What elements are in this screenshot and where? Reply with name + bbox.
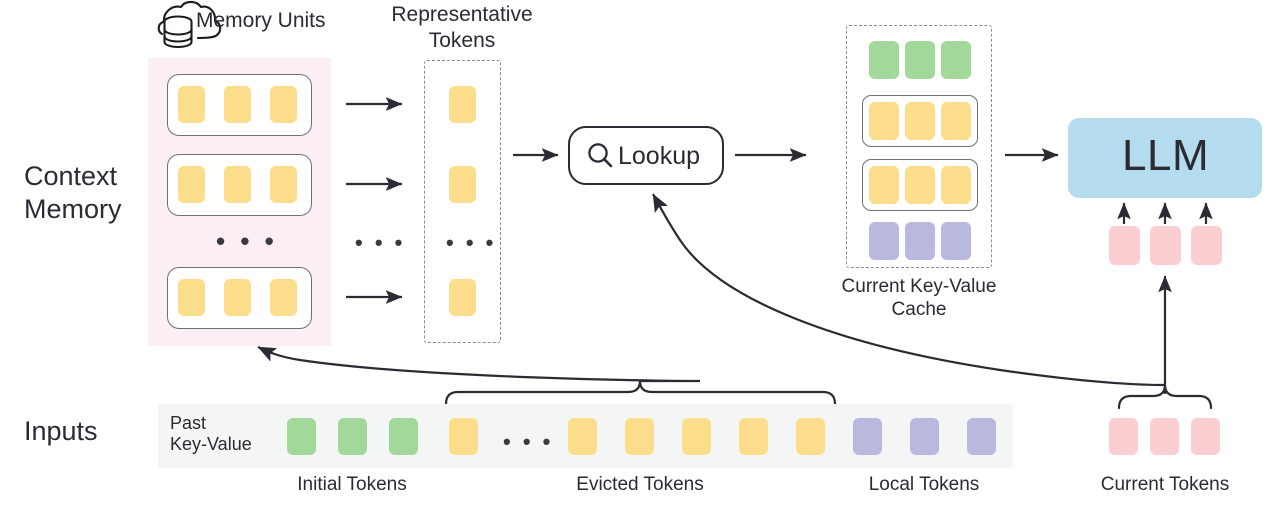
input-token-evicted xyxy=(739,418,768,455)
current-token-input xyxy=(1150,226,1181,265)
kv-cache-token-retrieved xyxy=(869,102,899,140)
current-token-input xyxy=(1191,226,1222,265)
inputs-ellipsis: • • • xyxy=(503,429,554,454)
caption-evicted-tokens: Evicted Tokens xyxy=(576,474,704,495)
input-token-evicted xyxy=(625,418,654,455)
kv-cache-token-retrieved xyxy=(905,166,935,204)
kv-cache-token-retrieved xyxy=(869,166,899,204)
kv-cache-token-initial xyxy=(905,41,935,79)
input-token-current xyxy=(1191,418,1220,455)
current-token-input xyxy=(1109,226,1140,265)
input-token-initial xyxy=(389,418,418,455)
caption-current-tokens: Current Tokens xyxy=(1100,474,1230,495)
representative-tokens-ellipsis: • • • xyxy=(446,230,497,255)
memory-token xyxy=(178,166,205,203)
representative-token xyxy=(449,279,476,316)
kv-cache-token-initial xyxy=(869,41,899,79)
representative-token xyxy=(449,166,476,203)
kv-cache-token-local xyxy=(941,222,971,260)
kv-cache-token-local xyxy=(905,222,935,260)
current-kv-cache-box xyxy=(846,25,992,268)
row-label-context-memory: Context Memory xyxy=(24,161,122,224)
search-icon xyxy=(588,143,613,168)
row-label-inputs: Inputs xyxy=(24,416,98,446)
caption-local-tokens: Local Tokens xyxy=(868,474,980,495)
lookup-label: Lookup xyxy=(618,142,701,170)
input-token-local xyxy=(967,418,996,455)
memory-token xyxy=(270,279,297,316)
kv-cache-token-retrieved xyxy=(905,102,935,140)
input-token-evicted xyxy=(568,418,597,455)
memory-token xyxy=(224,279,251,316)
past-key-value-label: Past Key-Value xyxy=(170,413,252,455)
input-token-evicted xyxy=(796,418,825,455)
database-icon xyxy=(163,15,193,49)
caption-initial-tokens: Initial Tokens xyxy=(297,474,407,495)
caption-current-kv-cache: Current Key-Value Cache xyxy=(841,276,997,321)
arrow-column-ellipsis: • • • xyxy=(355,230,406,255)
representative-token xyxy=(449,86,476,123)
kv-cache-token-local xyxy=(869,222,899,260)
memory-token xyxy=(270,166,297,203)
input-token-current xyxy=(1109,418,1138,455)
input-token-evicted xyxy=(449,418,478,455)
llm-box[interactable] xyxy=(1068,118,1262,198)
kv-cache-token-retrieved xyxy=(941,102,971,140)
kv-cache-token-initial xyxy=(941,41,971,79)
input-token-initial xyxy=(338,418,367,455)
heading-representative-tokens: Representative Tokens xyxy=(391,3,533,52)
input-token-evicted xyxy=(682,418,711,455)
input-token-local xyxy=(853,418,882,455)
input-token-current xyxy=(1150,418,1179,455)
memory-token xyxy=(178,279,205,316)
memory-token xyxy=(270,86,297,123)
memory-token xyxy=(224,86,251,123)
input-token-local xyxy=(910,418,939,455)
kv-cache-token-retrieved xyxy=(941,166,971,204)
llm-label: LLM xyxy=(1122,131,1210,180)
memory-token xyxy=(224,166,251,203)
memory-token xyxy=(178,86,205,123)
lookup-button[interactable] xyxy=(568,126,724,185)
heading-memory-units: Memory Units xyxy=(196,9,326,32)
memory-units-ellipsis: • • • xyxy=(216,226,278,256)
input-token-initial xyxy=(287,418,316,455)
representative-tokens-box xyxy=(424,60,501,343)
